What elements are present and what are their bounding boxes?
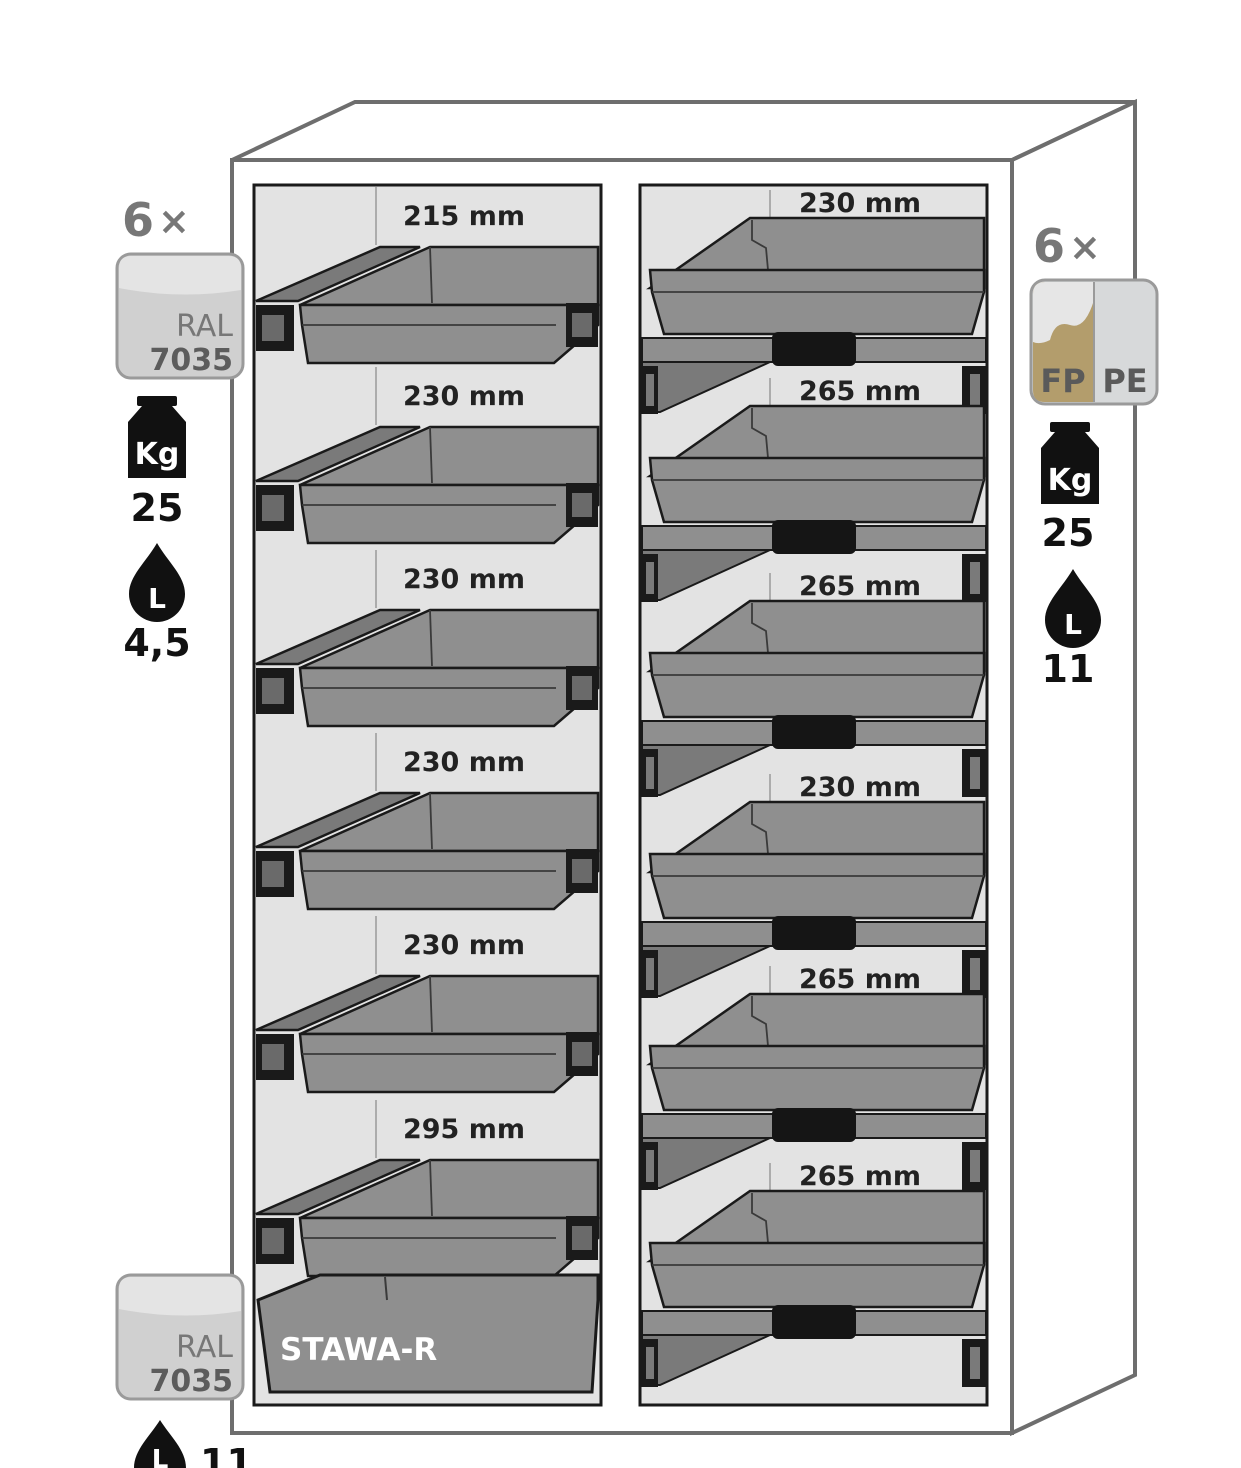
tray: 230 mm — [640, 772, 987, 998]
right-spec: 6 × FP PE Kg 25 L 11 — [1029, 219, 1159, 691]
drawer-height-label: 230 mm — [403, 747, 525, 778]
bottom-volume-value: 11 — [200, 1441, 253, 1468]
drawer: 295 mm — [255, 1100, 600, 1278]
left-times-sign: × — [158, 199, 190, 243]
right-volume-value: 11 — [1042, 647, 1095, 691]
tray-height-label: 265 mm — [799, 1161, 921, 1192]
left-compartment: 215 mm 230 mm 230 mm 230 mm 230 mm 295 mm STA… — [252, 183, 603, 1407]
right-compartment: 230 mm 265 mm 265 mm 230 mm 265 mm 265 mm — [638, 183, 989, 1407]
drawer: 230 mm — [255, 916, 600, 1094]
volume-icon: L — [134, 1420, 186, 1468]
fp-pe-badge: FP PE — [1029, 278, 1159, 406]
right-count: 6 — [1033, 219, 1065, 273]
svg-text:7035: 7035 — [150, 343, 234, 378]
left-count: 6 — [122, 193, 154, 247]
bottom-spec: RAL 7035 L 11 — [115, 1273, 253, 1468]
weight-icon: Kg — [128, 396, 186, 478]
svg-text:L: L — [152, 1445, 169, 1468]
svg-text:FP: FP — [1040, 362, 1085, 400]
drawer-height-label: 295 mm — [403, 1114, 525, 1145]
ral-7035-badge: RAL 7035 — [115, 252, 245, 380]
svg-text:RAL: RAL — [176, 1330, 233, 1365]
drawer-height-label: 230 mm — [403, 381, 525, 412]
svg-text:RAL: RAL — [176, 309, 233, 344]
tray: 230 mm — [640, 188, 987, 414]
drawer: 215 mm — [255, 187, 600, 365]
bottom-sump: STAWA-R — [256, 1273, 600, 1394]
ral-7035-badge: RAL 7035 — [115, 1273, 245, 1401]
drawer: 230 mm — [255, 550, 600, 728]
tray-height-label: 265 mm — [799, 376, 921, 407]
drawer-height-label: 230 mm — [403, 564, 525, 595]
svg-text:PE: PE — [1102, 362, 1147, 400]
svg-text:Kg: Kg — [135, 437, 180, 472]
tray-height-label: 265 mm — [799, 964, 921, 995]
tray: 265 mm — [640, 1161, 987, 1387]
left-volume-value: 4,5 — [123, 621, 190, 665]
volume-icon: L — [129, 543, 185, 622]
tray-height-label: 230 mm — [799, 188, 921, 219]
svg-text:Kg: Kg — [1048, 463, 1093, 498]
svg-text:L: L — [148, 582, 166, 615]
svg-text:L: L — [1064, 608, 1082, 641]
drawer: 230 mm — [255, 733, 600, 911]
right-times-sign: × — [1069, 225, 1101, 269]
tray: 265 mm — [640, 376, 987, 602]
tray-height-label: 230 mm — [799, 772, 921, 803]
drawer-height-label: 215 mm — [403, 201, 525, 232]
tray-height-label: 265 mm — [799, 571, 921, 602]
drawer: 230 mm — [255, 367, 600, 545]
tray: 265 mm — [640, 571, 987, 797]
right-weight-value: 25 — [1042, 511, 1095, 555]
bottom-sump-label: STAWA-R — [280, 1332, 437, 1368]
svg-text:7035: 7035 — [150, 1364, 234, 1399]
cabinet-top — [231, 100, 1136, 162]
left-weight-value: 25 — [131, 486, 184, 530]
bottom-sump-body — [256, 1273, 600, 1394]
drawer-height-label: 230 mm — [403, 930, 525, 961]
weight-icon: Kg — [1041, 422, 1099, 504]
left-spec: 6 × RAL 7035 Kg 25 L 4,5 — [115, 193, 245, 665]
tray: 265 mm — [640, 964, 987, 1190]
volume-icon: L — [1045, 569, 1101, 648]
